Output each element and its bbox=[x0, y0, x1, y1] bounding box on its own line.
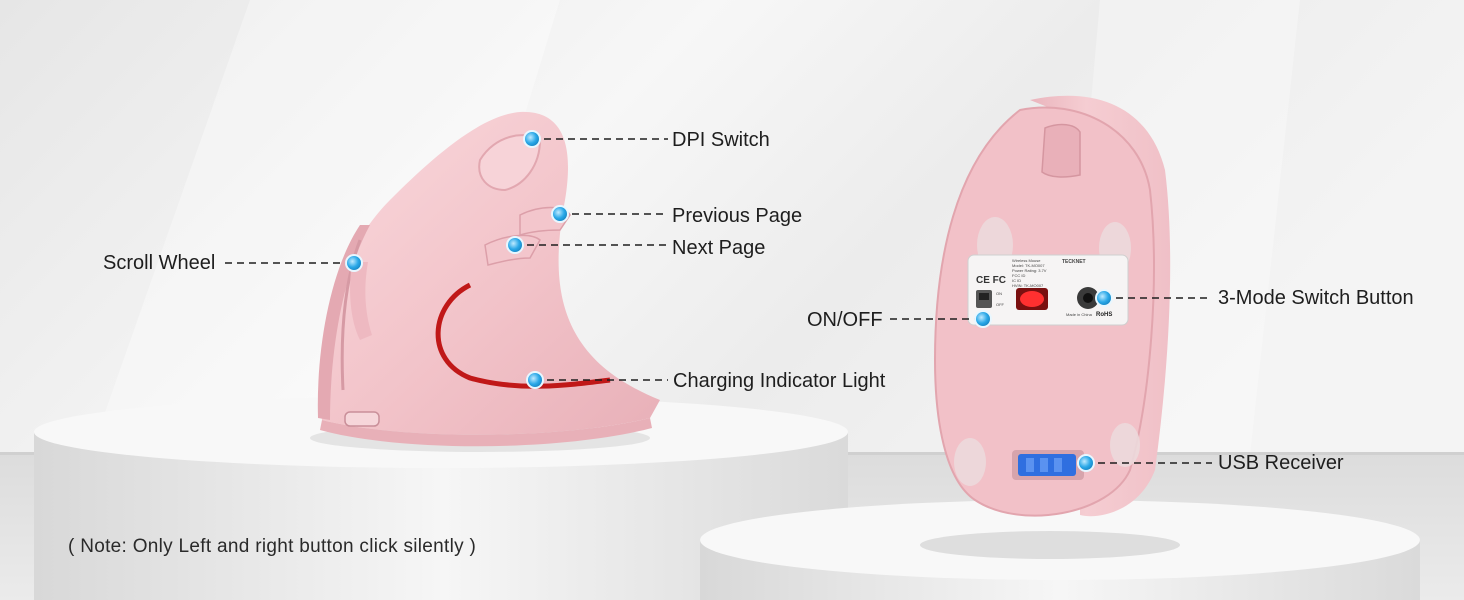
previous-page-dot bbox=[551, 205, 569, 223]
charging-indicator-label: Charging Indicator Light bbox=[673, 370, 886, 392]
usb-receiver-dot bbox=[1077, 454, 1095, 472]
right-pedestal-top bbox=[700, 500, 1420, 580]
on-off-dot bbox=[974, 310, 992, 328]
label-line: HVIN: TK-MO007 bbox=[1012, 283, 1044, 288]
previous-page-label: Previous Page bbox=[672, 205, 803, 227]
silent-click-note: ( Note: Only Left and right button click… bbox=[68, 536, 477, 557]
scroll-wheel-dot bbox=[345, 254, 363, 272]
label-text: TECKNET Wireless Mouse Model: TK-MO007 P… bbox=[976, 258, 1112, 318]
wall-background bbox=[0, 0, 1464, 455]
usb-receiver-label: USB Receiver bbox=[1218, 452, 1344, 474]
label-line: IC ID bbox=[1012, 278, 1021, 283]
label-brand: TECKNET bbox=[1062, 259, 1086, 265]
mode-switch-dot bbox=[1095, 289, 1113, 307]
dpi-switch-dot bbox=[523, 130, 541, 148]
label-line: Model: TK-MO007 bbox=[1012, 263, 1045, 268]
dpi-switch-label: DPI Switch bbox=[672, 129, 770, 151]
label-certs: CE FC bbox=[976, 275, 1006, 286]
charging-indicator-dot bbox=[526, 371, 544, 389]
on-off-label: ON/OFF bbox=[807, 309, 883, 331]
label-on: ON bbox=[996, 291, 1002, 296]
label-made-in: Made in China bbox=[1066, 312, 1093, 317]
callout-dots bbox=[345, 130, 1113, 472]
three-mode-switch-label: 3-Mode Switch Button bbox=[1218, 287, 1414, 309]
label-line: Power Rating: 3.7V bbox=[1012, 268, 1047, 273]
callout-lines bbox=[225, 138, 1212, 464]
next-page-dot bbox=[506, 236, 524, 254]
label-off: OFF bbox=[996, 302, 1005, 307]
label-rohs: RoHS bbox=[1096, 312, 1112, 318]
vertical-mouse-side-view bbox=[310, 111, 660, 452]
scroll-wheel-label: Scroll Wheel bbox=[103, 252, 216, 274]
next-page-label: Next Page bbox=[672, 237, 766, 259]
label-line: Wireless Mouse bbox=[1012, 258, 1041, 263]
label-line: FCC ID bbox=[1012, 273, 1025, 278]
